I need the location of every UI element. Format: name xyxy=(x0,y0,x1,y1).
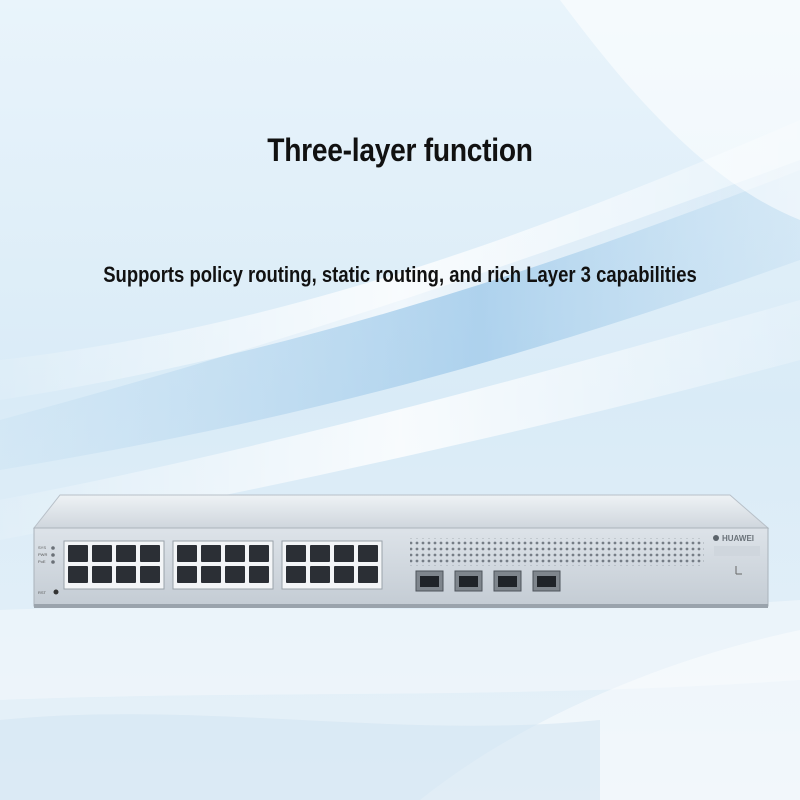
svg-text:RST: RST xyxy=(38,590,47,595)
rj45-port xyxy=(116,545,136,562)
page-title: Three-layer function xyxy=(267,132,533,168)
rj45-port xyxy=(358,566,378,583)
rj45-port xyxy=(201,566,221,583)
rj45-port-groups xyxy=(63,540,383,590)
rj45-port xyxy=(358,545,378,562)
sfp-port-opening xyxy=(420,576,439,587)
rj45-port xyxy=(177,545,197,562)
rj45-port xyxy=(201,545,221,562)
sfp-port-opening xyxy=(459,576,478,587)
rj45-port xyxy=(116,566,136,583)
rj45-port xyxy=(68,545,88,562)
rj45-port xyxy=(334,566,354,583)
rj45-port xyxy=(140,545,160,562)
rj45-port xyxy=(92,566,112,583)
rj45-port xyxy=(92,545,112,562)
sfp-port-opening xyxy=(537,576,556,587)
rj45-port xyxy=(286,545,306,562)
rj45-port xyxy=(177,566,197,583)
rj45-port xyxy=(286,566,306,583)
status-leds: SYS PWR PoE xyxy=(38,545,55,564)
brand-logo-icon: HUAWEI xyxy=(713,534,754,543)
rj45-port xyxy=(140,566,160,583)
svg-text:PWR: PWR xyxy=(38,552,47,557)
rj45-port xyxy=(68,566,88,583)
sfp-port-opening xyxy=(498,576,517,587)
rj45-port xyxy=(225,545,245,562)
rj45-port xyxy=(310,545,330,562)
sfp-ports xyxy=(415,570,561,592)
rj45-port xyxy=(310,566,330,583)
svg-text:SYS: SYS xyxy=(38,545,46,550)
rj45-port xyxy=(225,566,245,583)
svg-text:PoE: PoE xyxy=(38,559,46,564)
feature-subtitle: Supports policy routing, static routing,… xyxy=(103,262,697,287)
svg-text:HUAWEI: HUAWEI xyxy=(722,534,754,543)
rj45-port xyxy=(249,545,269,562)
rj45-port xyxy=(334,545,354,562)
rj45-port xyxy=(249,566,269,583)
